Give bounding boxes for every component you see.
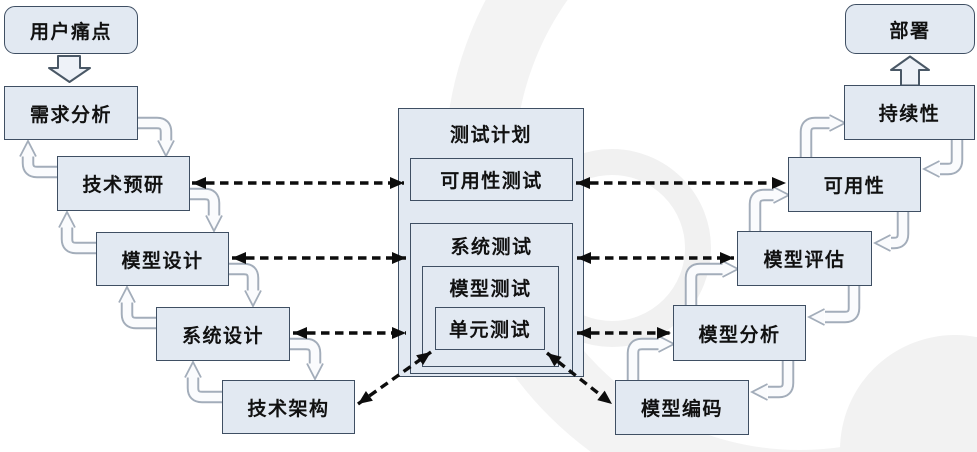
arrow-user-pain-to-requirements — [48, 55, 91, 83]
node-model-coding: 模型编码 — [615, 380, 749, 435]
node-requirement-analysis: 需求分析 — [4, 86, 138, 140]
group-test-plan-label: 测试计划 — [449, 124, 532, 146]
node-model-evaluation: 模型评估 — [737, 231, 872, 286]
node-tech-architecture: 技术架构 — [222, 380, 355, 434]
group-test-plan: 测试计划 可用性测试 系统测试 模型测试 单元测试 — [398, 108, 584, 377]
flow-elbow-arrow — [750, 357, 795, 401]
node-tech-preresearch: 技术预研 — [57, 156, 190, 211]
group-model-test-label: 模型测试 — [449, 278, 532, 300]
flow-elbow-arrow — [186, 187, 223, 233]
node-model-analysis: 模型分析 — [673, 305, 806, 361]
node-model-design: 模型设计 — [96, 232, 229, 286]
node-system-design: 系统设计 — [156, 307, 290, 361]
arrow-continuity-to-deployment — [890, 55, 930, 87]
group-system-test: 系统测试 模型测试 单元测试 — [410, 223, 573, 374]
node-user-pain-point: 用户痛点 — [4, 6, 138, 54]
group-model-test: 模型测试 单元测试 — [422, 266, 559, 367]
node-continuity: 持续性 — [844, 85, 975, 140]
flow-elbow-arrow — [58, 210, 100, 255]
group-system-test-label: 系统测试 — [450, 236, 533, 258]
node-usability-test: 可用性测试 — [410, 158, 573, 201]
node-unit-test: 单元测试 — [435, 307, 545, 350]
flow-elbow-arrow — [626, 335, 676, 384]
flow-elbow-arrow — [748, 186, 791, 235]
flow-elbow-arrow — [807, 282, 861, 326]
flow-elbow-arrow — [286, 337, 324, 381]
node-deployment: 部署 — [845, 4, 975, 54]
flow-elbow-arrow — [684, 260, 740, 309]
flow-elbow-arrow — [184, 360, 226, 404]
node-usability: 可用性 — [788, 157, 921, 212]
flow-elbow-arrow — [118, 285, 160, 330]
flow-elbow-arrow — [922, 136, 964, 178]
flow-elbow-arrow — [19, 139, 61, 179]
flow-elbow-arrow — [799, 114, 847, 161]
flow-elbow-arrow — [873, 208, 910, 252]
flow-elbow-arrow — [225, 262, 262, 308]
